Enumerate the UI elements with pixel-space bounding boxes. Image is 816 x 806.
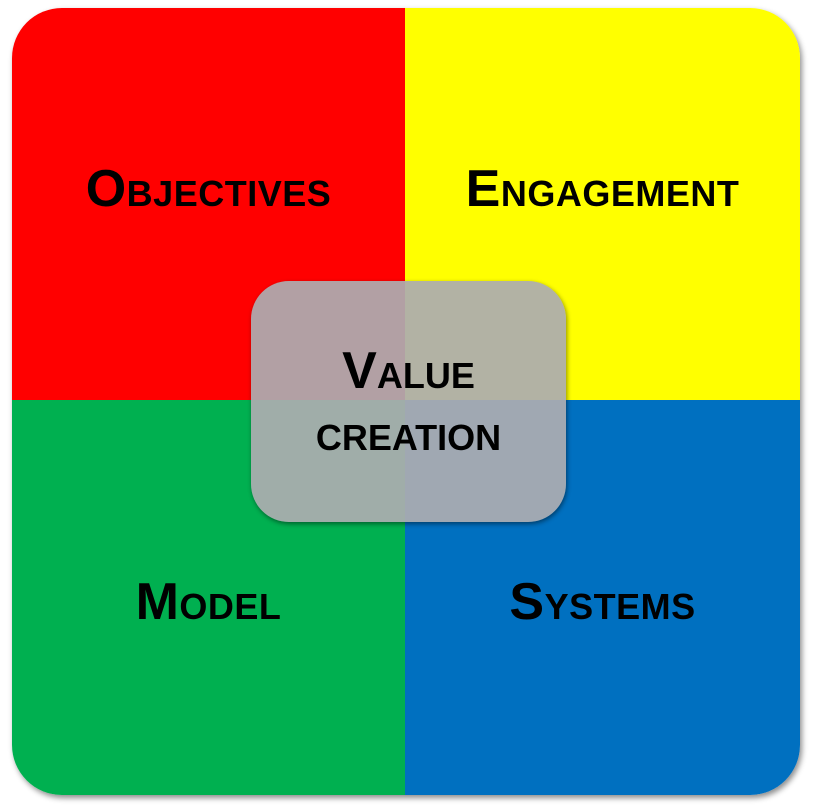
quadrant-label: Model [135,572,282,631]
quadrant-label: Objectives [85,160,332,218]
center-line-2: creation [315,403,502,462]
quadrant-model: Model [12,400,405,795]
center-line-1: Value [342,341,475,400]
quadrant-objectives: Objectives [12,8,405,400]
center-value-creation: Value creation [251,281,566,522]
quadrant-label: Systems [509,572,696,631]
quadrant-label: Engagement [465,160,740,218]
